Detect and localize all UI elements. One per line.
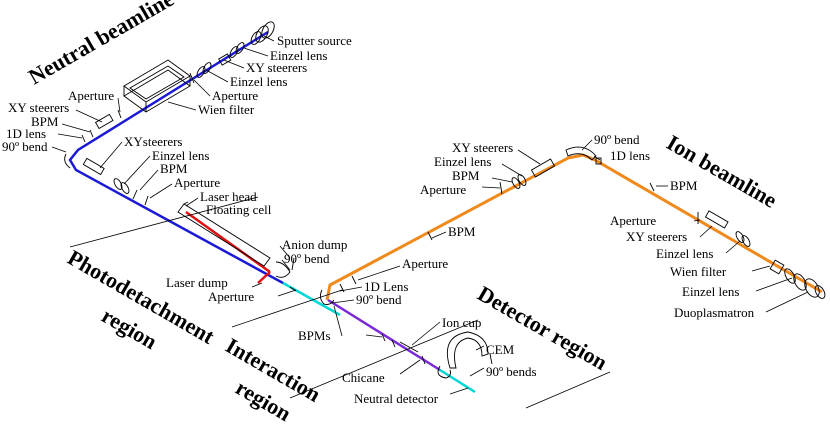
label-cem: CEM <box>486 342 515 357</box>
detector-components-shape <box>381 331 493 379</box>
label-wien-filter-1: Wien filter <box>198 102 255 117</box>
label-90-bend-2: 90º bend <box>284 251 330 266</box>
label-aperture-1: Aperture <box>212 88 258 103</box>
label-1d-lens-2: 1D Lens <box>364 279 408 294</box>
neutral-beam-path <box>68 30 284 285</box>
laser-dump-beam <box>257 271 271 284</box>
label-einzel-lens-5: Einzel lens <box>656 246 713 261</box>
source-optics-shape <box>189 42 245 84</box>
floating-cell-shape <box>177 201 271 267</box>
label-bpm-4: BPM <box>452 168 480 183</box>
label-1d-lens-1: 1D lens <box>6 126 46 141</box>
label-xy-steerers-2: XY steerers <box>8 100 69 115</box>
label-sputter-source: Sputter source <box>277 33 352 48</box>
label-einzel-lens-4: Einzel lens <box>434 154 491 169</box>
label-wien-filter-2: Wien filter <box>670 264 727 279</box>
label-90-bend-3: 90º bend <box>356 292 402 307</box>
label-chicane: Chicane <box>342 370 385 385</box>
label-neutral-detector: Neutral detector <box>354 391 439 406</box>
separator-photo-bottom <box>231 289 343 328</box>
title-detector-region: Detector region <box>474 281 612 375</box>
label-duoplasmatron: Duoplasmatron <box>674 305 755 320</box>
label-1d-lens-3: 1D lens <box>610 148 650 163</box>
label-einzel-lens-6: Einzel lens <box>682 284 739 299</box>
separator-detector <box>525 371 611 409</box>
label-laser-dump: Laser dump <box>166 275 228 290</box>
label-aperture-5: Aperture <box>402 256 448 271</box>
wien-filter-neutral-shape <box>123 59 191 113</box>
label-einzel-lens-3: Einzel lens <box>152 148 209 163</box>
separator-interaction <box>289 319 479 399</box>
label-anion-dump: Anion dump <box>282 237 347 252</box>
leader-lines <box>51 35 809 395</box>
neutral-optics-upper-shape <box>64 109 122 169</box>
label-bpm-2: BPM <box>160 161 188 176</box>
label-xy-steerers-5: XY steerers <box>626 229 687 244</box>
label-90-bend-1: 90º bend <box>2 139 48 154</box>
label-bpm-3: BPM <box>448 224 476 239</box>
label-floating-cell: Floating cell <box>206 202 272 217</box>
label-bpm-1: BPM <box>31 114 59 129</box>
label-bpms: BPMs <box>298 328 331 343</box>
detector-beam <box>327 298 441 372</box>
ion-optics-upper-shape <box>427 146 655 241</box>
label-ion-cup: Ion cup <box>442 315 481 330</box>
label-xy-steerers-4: XY steerers <box>452 140 513 155</box>
label-xy-steerers-3: XYsteerers <box>124 134 182 149</box>
label-90-bends: 90º bends <box>486 364 537 379</box>
neutral-optics-lower-shape <box>82 157 149 206</box>
title-neutral-beamline: Neutral beamline <box>24 0 178 89</box>
label-einzel-lens-2: Einzel lens <box>230 74 287 89</box>
label-aperture-4: Aperture <box>208 289 254 304</box>
ion-beam-path <box>325 153 823 301</box>
label-aperture-6: Aperture <box>420 182 466 197</box>
title-ion-beamline: Ion beamline <box>663 130 782 213</box>
label-xy-steerers-1: XY steerers <box>246 60 307 75</box>
label-aperture-3: Aperture <box>174 175 220 190</box>
label-laser-head: Laser head <box>200 189 257 204</box>
ion-optics-lower-shape <box>697 210 826 299</box>
label-aperture-2: Aperture <box>68 88 114 103</box>
sputter-source-shape <box>250 21 275 45</box>
label-bpm-5: BPM <box>670 178 698 193</box>
label-einzel-lens-1: Einzel lens <box>270 48 327 63</box>
separator-photo-top <box>69 196 259 248</box>
neutral-detector-beam <box>439 368 476 394</box>
laser-beam <box>185 210 271 274</box>
label-90-bend-4: 90º bend <box>594 132 640 147</box>
label-aperture-7: Aperture <box>610 213 656 228</box>
